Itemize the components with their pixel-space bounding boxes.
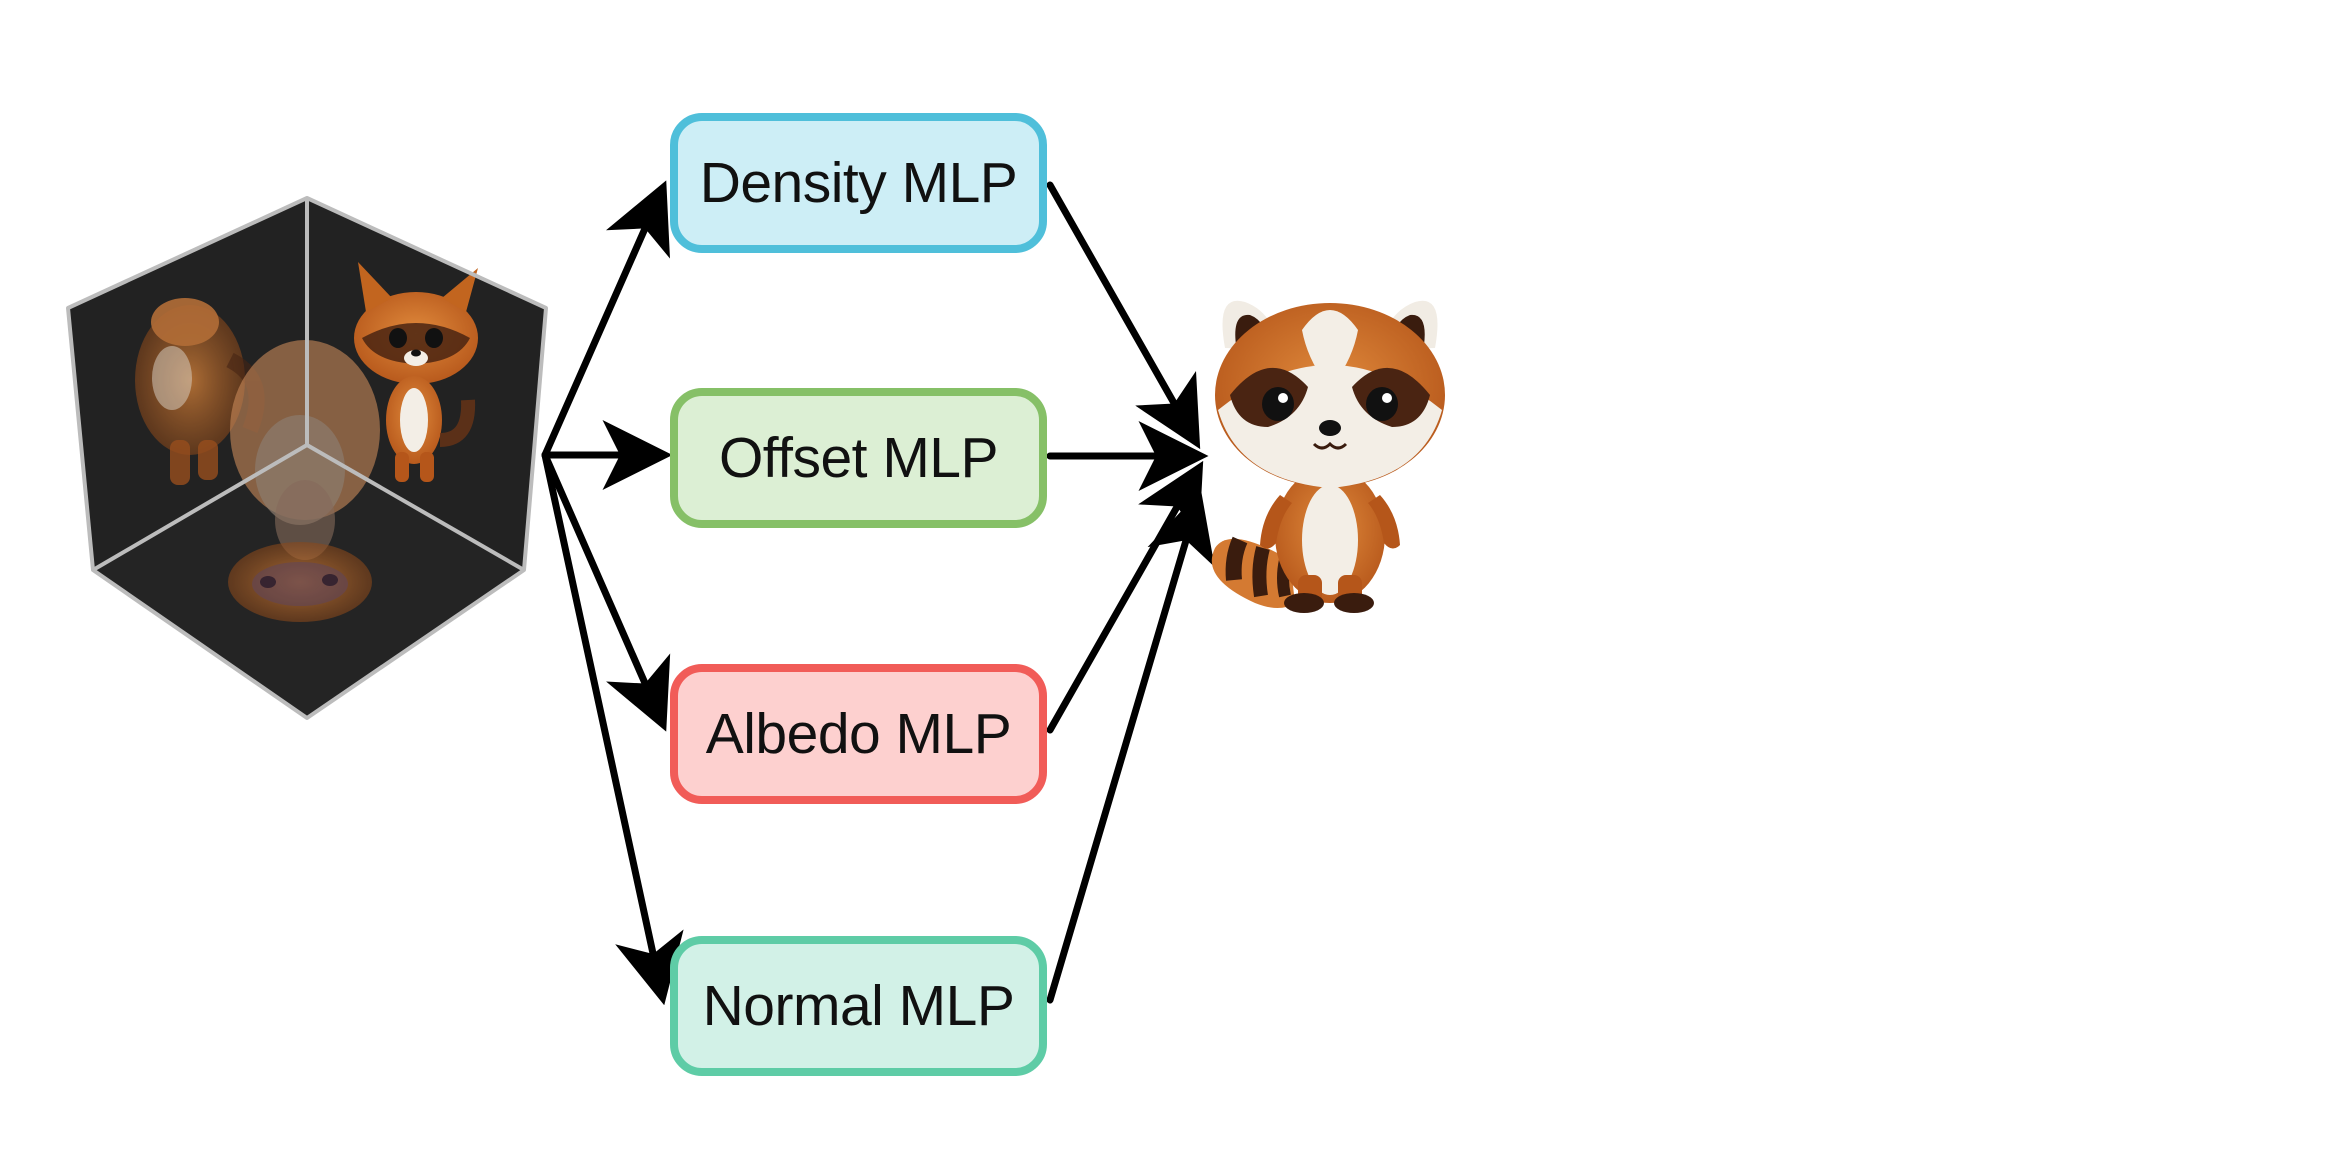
- density-mlp-box: Density MLP: [670, 113, 1047, 253]
- arrow-from-albedo: [1046, 460, 1204, 734]
- arrow-from-normal: [1046, 489, 1215, 1004]
- normal-mlp-label: Normal MLP: [702, 974, 1015, 1038]
- floor-plane-projection: [228, 542, 372, 622]
- triplane-feature-cube: [66, 196, 548, 720]
- offset-mlp-label: Offset MLP: [718, 426, 999, 490]
- albedo-mlp-box: Albedo MLP: [670, 664, 1047, 804]
- rendered-raccoon-character: [1211, 300, 1445, 613]
- arrow-from-density: [1046, 181, 1201, 450]
- offset-mlp-box: Offset MLP: [670, 388, 1047, 528]
- cube-edges: [66, 196, 548, 720]
- arrow-to-normal: [541, 451, 684, 1006]
- density-mlp-label: Density MLP: [699, 151, 1018, 215]
- right-plane-projection: [354, 262, 478, 482]
- normal-mlp-box: Normal MLP: [670, 936, 1047, 1076]
- arrow-to-albedo: [541, 451, 671, 732]
- input-arrows: [541, 180, 684, 1006]
- albedo-mlp-label: Albedo MLP: [705, 702, 1012, 766]
- arrow-to-density: [541, 180, 670, 459]
- center-volume-ghost: [230, 340, 380, 560]
- output-arrows: [1046, 181, 1215, 1004]
